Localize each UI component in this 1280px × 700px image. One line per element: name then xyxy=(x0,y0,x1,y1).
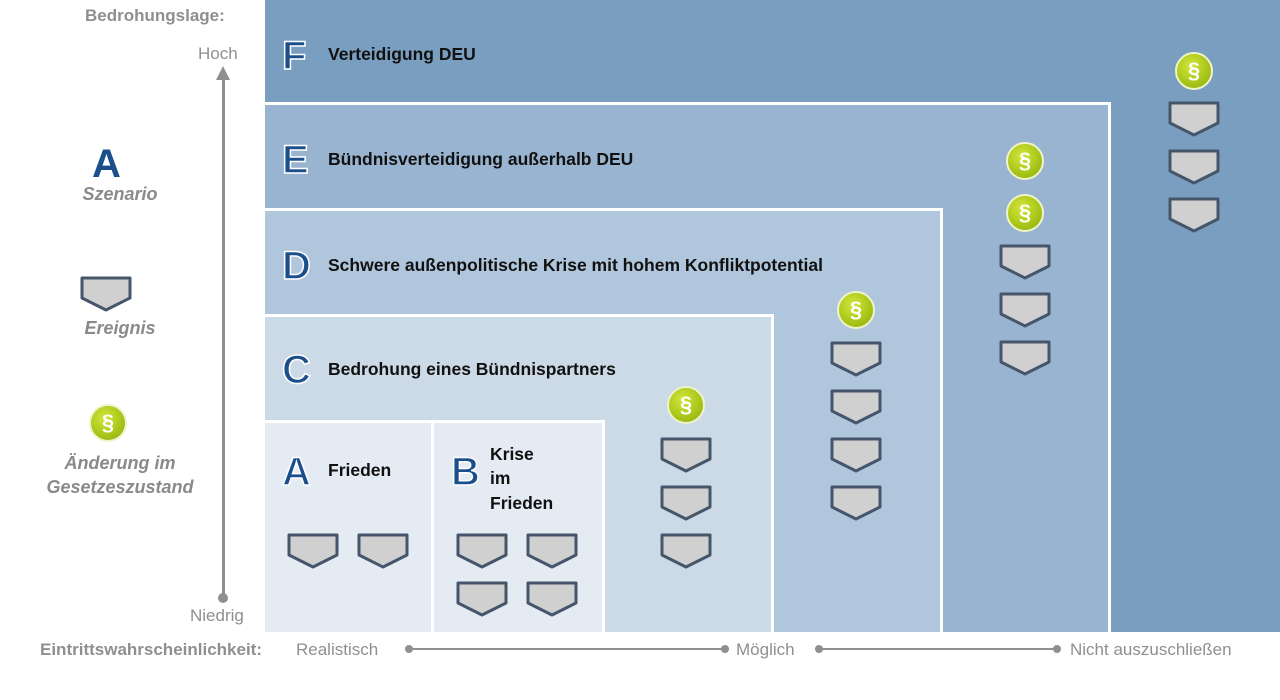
event-icon xyxy=(456,581,508,617)
event-icon xyxy=(830,389,882,425)
scenario-letter-c: C xyxy=(281,348,311,392)
y-axis-line xyxy=(222,78,225,596)
event-icon xyxy=(1168,101,1220,137)
legend-law-label-line1: Änderung im xyxy=(64,453,176,473)
event-icon xyxy=(287,533,339,569)
x-axis-tick-moeglich: Möglich xyxy=(736,640,795,659)
event-icon xyxy=(357,533,409,569)
y-axis-title: Bedrohungslage: xyxy=(85,6,225,25)
scenario-title-b-line3: Frieden xyxy=(490,493,554,513)
event-icon xyxy=(526,533,578,569)
x-axis-dot xyxy=(1053,645,1061,653)
event-icon xyxy=(1168,149,1220,185)
scenario-letter-f: F xyxy=(281,34,307,78)
scenario-letter-b: B xyxy=(450,450,480,494)
event-icon xyxy=(999,340,1051,376)
legend-law-label-line2: Gesetzeszustand xyxy=(46,477,194,497)
event-icon xyxy=(1168,197,1220,233)
scenario-title-f: Verteidigung DEU xyxy=(328,44,476,64)
event-icon xyxy=(830,437,882,473)
y-axis-low-label: Niedrig xyxy=(190,606,244,625)
scenario-title-d: Schwere außenpolitische Krise mit hohem … xyxy=(328,255,823,275)
y-axis-arrow-icon xyxy=(216,66,230,80)
scenario-title-b-line2: im xyxy=(490,468,511,488)
y-axis-high-label: Hoch xyxy=(198,44,238,63)
scenario-box-a xyxy=(265,420,434,632)
event-icon xyxy=(456,533,508,569)
event-icon xyxy=(999,292,1051,328)
x-axis-tick-realistisch: Realistisch xyxy=(296,640,379,659)
scenario-title-c: Bedrohung eines Bündnispartners xyxy=(328,359,616,379)
legend-event-icon xyxy=(80,276,132,312)
x-axis-line xyxy=(819,648,1057,650)
x-axis-title: Eintrittswahrscheinlichkeit: xyxy=(40,640,262,659)
legend-scenario-label: Szenario xyxy=(82,184,158,204)
legend-scenario-letter: A xyxy=(92,142,121,186)
y-axis-origin-dot xyxy=(218,593,228,603)
scenario-title-a: Frieden xyxy=(328,460,392,480)
event-icon xyxy=(660,437,712,473)
paragraph-icon: § xyxy=(837,291,875,329)
event-icon xyxy=(999,244,1051,280)
legend-paragraph-icon: § xyxy=(89,404,127,442)
event-icon xyxy=(526,581,578,617)
paragraph-icon: § xyxy=(1006,142,1044,180)
x-axis-tick-nicht-auszuschliessen: Nicht auszuschließen xyxy=(1070,640,1232,659)
scenario-letter-a: A xyxy=(281,450,311,494)
event-icon xyxy=(830,341,882,377)
scenario-title-b-line1: Krise xyxy=(490,444,534,464)
event-icon xyxy=(660,533,712,569)
scenario-letter-d: D xyxy=(281,244,311,288)
x-axis-line xyxy=(409,648,725,650)
scenario-title-e: Bündnisverteidigung außerhalb DEU xyxy=(328,149,634,169)
legend-event-label: Ereignis xyxy=(84,318,156,338)
paragraph-icon: § xyxy=(667,386,705,424)
paragraph-icon: § xyxy=(1006,194,1044,232)
event-icon xyxy=(660,485,712,521)
scenario-letter-e: E xyxy=(281,138,309,182)
event-icon xyxy=(830,485,882,521)
paragraph-icon: § xyxy=(1175,52,1213,90)
x-axis-dot xyxy=(721,645,729,653)
